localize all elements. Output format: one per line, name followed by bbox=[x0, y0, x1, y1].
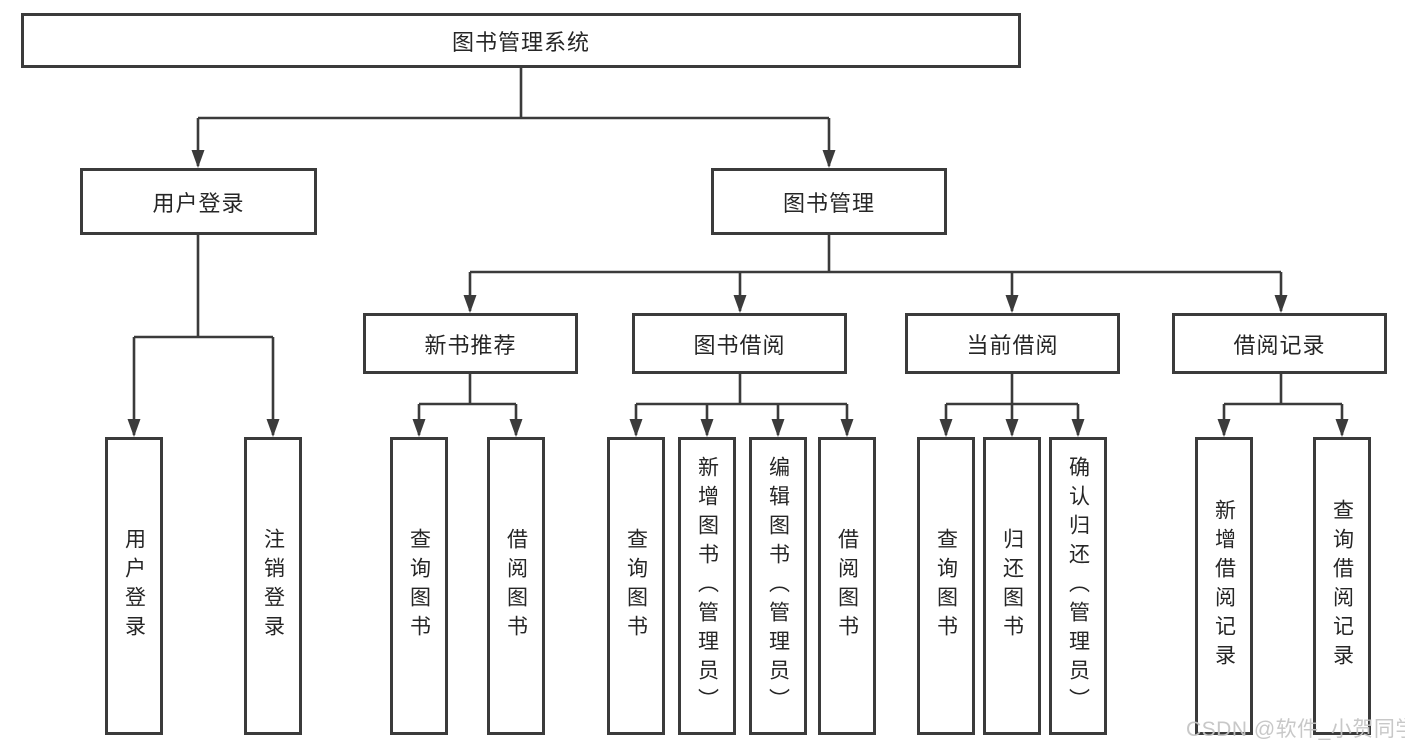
node-book-management: 图书管理 bbox=[711, 168, 947, 235]
node-root-system-label: 图书管理系统 bbox=[451, 29, 590, 55]
leaf-br-add-record: 新增借阅记录 bbox=[1195, 437, 1253, 735]
connector-new-book-to-leaves bbox=[412, 374, 523, 437]
leaf-br-query-record: 查询借阅记录 bbox=[1313, 437, 1371, 735]
leaf-user-login-label: 用户登录 bbox=[122, 528, 146, 644]
connector-borrow-record-to-leaves bbox=[1217, 374, 1349, 437]
leaf-cb-confirm-return-admin-label: 确认归还（管理员） bbox=[1066, 455, 1090, 717]
connector-current-borrow-to-leaves bbox=[939, 374, 1085, 437]
node-borrow-record: 借阅记录 bbox=[1172, 313, 1387, 374]
leaf-nb-borrow-book-label: 借阅图书 bbox=[504, 528, 528, 644]
node-book-borrow: 图书借阅 bbox=[632, 313, 847, 374]
node-book-management-label: 图书管理 bbox=[782, 190, 875, 216]
node-user-login: 用户登录 bbox=[80, 168, 317, 235]
connector-user-login-to-leaves bbox=[127, 235, 280, 437]
leaf-cb-return-book-label: 归还图书 bbox=[1000, 528, 1024, 644]
leaf-bb-add-book-admin-label: 新增图书（管理员） bbox=[695, 455, 719, 717]
leaf-logout: 注销登录 bbox=[244, 437, 302, 735]
connector-book-mgmt-to-level3 bbox=[463, 235, 1288, 313]
leaf-bb-borrow-book: 借阅图书 bbox=[818, 437, 876, 735]
leaf-cb-query-book: 查询图书 bbox=[917, 437, 975, 735]
csdn-watermark: CSDN @软件_小贺同学 bbox=[1186, 718, 1405, 741]
connector-root-to-level2 bbox=[191, 68, 836, 168]
leaf-user-login: 用户登录 bbox=[105, 437, 163, 735]
leaf-bb-add-book-admin: 新增图书（管理员） bbox=[678, 437, 736, 735]
leaf-bb-query-book: 查询图书 bbox=[607, 437, 665, 735]
node-current-borrow-label: 当前借阅 bbox=[966, 332, 1059, 358]
leaf-br-add-record-label: 新增借阅记录 bbox=[1212, 499, 1236, 673]
leaf-nb-query-book: 查询图书 bbox=[390, 437, 448, 735]
leaf-br-query-record-label: 查询借阅记录 bbox=[1330, 499, 1354, 673]
node-book-borrow-label: 图书借阅 bbox=[693, 332, 786, 358]
leaf-bb-query-book-label: 查询图书 bbox=[624, 528, 648, 644]
node-new-book-recommend: 新书推荐 bbox=[363, 313, 578, 374]
leaf-bb-edit-book-admin-label: 编辑图书（管理员） bbox=[766, 455, 790, 717]
leaf-bb-borrow-book-label: 借阅图书 bbox=[835, 528, 859, 644]
leaf-cb-return-book: 归还图书 bbox=[983, 437, 1041, 735]
leaf-cb-confirm-return-admin: 确认归还（管理员） bbox=[1049, 437, 1107, 735]
leaf-nb-query-book-label: 查询图书 bbox=[407, 528, 431, 644]
leaf-cb-query-book-label: 查询图书 bbox=[934, 528, 958, 644]
leaf-bb-edit-book-admin: 编辑图书（管理员） bbox=[749, 437, 807, 735]
node-user-login-label: 用户登录 bbox=[152, 190, 245, 216]
node-borrow-record-label: 借阅记录 bbox=[1233, 332, 1326, 358]
leaf-logout-label: 注销登录 bbox=[261, 528, 285, 644]
node-new-book-recommend-label: 新书推荐 bbox=[424, 332, 517, 358]
connector-book-borrow-to-leaves bbox=[629, 374, 854, 437]
leaf-nb-borrow-book: 借阅图书 bbox=[487, 437, 545, 735]
node-root-system: 图书管理系统 bbox=[21, 13, 1021, 68]
node-current-borrow: 当前借阅 bbox=[905, 313, 1120, 374]
